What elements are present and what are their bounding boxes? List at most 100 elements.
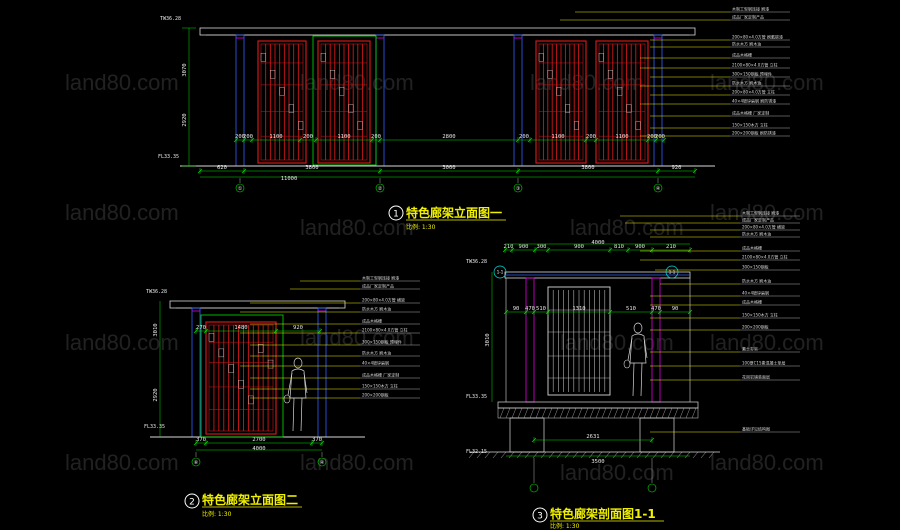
section-earth-hatch bbox=[524, 451, 531, 459]
section-note: 300×150钢板 bbox=[742, 264, 769, 270]
section-hatch bbox=[625, 407, 631, 419]
elevation-2-bottom-dim-slash bbox=[309, 440, 315, 446]
elevation-1-lattice-screens bbox=[257, 40, 649, 164]
elevation-1-grid-label: ③ bbox=[516, 186, 521, 192]
section-figure-head bbox=[633, 322, 643, 334]
section-hatch bbox=[619, 407, 625, 419]
elevation-1-screen-d-block bbox=[635, 121, 641, 130]
elevation-2-highlight-frame bbox=[200, 314, 284, 438]
section-earth-hatch bbox=[564, 451, 571, 459]
section-earth-hatch bbox=[708, 451, 715, 459]
section-note: 150×150木方 立柱 bbox=[742, 312, 778, 318]
elevation-1-door-dim-label: 200 bbox=[243, 134, 253, 140]
elevation-1-grid-bubble bbox=[375, 183, 385, 193]
section-hatch bbox=[679, 407, 685, 419]
section-note: 200×80×4.0方管 横梁 bbox=[742, 224, 785, 230]
section-earth-hatch bbox=[692, 451, 699, 459]
elevation-1-note: 防水木方 刷木油 bbox=[732, 80, 761, 86]
elevation-1-door-dim-label: 200 bbox=[371, 134, 381, 140]
section-note: 素土夯实 bbox=[742, 346, 758, 352]
elevation-1-note: 成品厂家定制产品 bbox=[732, 14, 764, 20]
section-concrete-layer bbox=[497, 407, 699, 419]
section-hatch bbox=[667, 407, 673, 419]
section-hatch bbox=[613, 407, 619, 419]
section-grid-bubble bbox=[647, 483, 657, 493]
section-top-dim-label: 300 bbox=[537, 244, 547, 250]
elevation-1-door-dim-slash bbox=[313, 137, 319, 143]
elevation-2-door-dim-slash bbox=[203, 328, 209, 334]
elevation-1-door-dim-slash bbox=[593, 137, 599, 143]
elevation-1-geometry bbox=[180, 27, 715, 167]
section-figure-body bbox=[629, 333, 647, 364]
elevation-1-note: 300×150钢板 预埋件 bbox=[732, 71, 772, 77]
section-top-dim-label: 900 bbox=[635, 244, 645, 250]
elevation-1-door-dim-label: 1100 bbox=[269, 134, 282, 140]
elevation-1-height-label: 2920 bbox=[182, 113, 188, 126]
watermark-text: land80.com bbox=[300, 215, 414, 240]
section-inner-dim-slash bbox=[649, 309, 655, 315]
elevation-1-door-dim-slash bbox=[645, 137, 651, 143]
watermark-text: land80.com bbox=[530, 70, 644, 95]
section-earth-hatch bbox=[540, 451, 547, 459]
elevation-2-note: 成品厂家定制产品 bbox=[362, 283, 394, 289]
elevation-1-screen-a-frame bbox=[257, 40, 307, 164]
section-hatch bbox=[547, 407, 553, 419]
elevation-2-note: 防水木方 刷木油 bbox=[362, 306, 391, 312]
elevation-2-note: 40×4镀锌扁钢 bbox=[362, 360, 389, 366]
section-inner-dim-label: 470 bbox=[651, 306, 661, 312]
section-grid-bubble bbox=[529, 483, 539, 493]
section-inner-dim-slash bbox=[657, 309, 663, 315]
section-hatch bbox=[673, 407, 679, 419]
elevation-1-grid-label: ② bbox=[378, 186, 383, 192]
section-floor-level: FL33.35 bbox=[466, 394, 487, 400]
elevation-2-door-dim-label: 920 bbox=[293, 325, 303, 331]
elevation-1-scale: 比例: 1:30 bbox=[406, 223, 436, 231]
elevation-1-screen-b-block bbox=[348, 104, 354, 113]
elevation-2-grid-label: ④ bbox=[320, 460, 325, 466]
elevation-1-note: 200×80×4.0方管 立柱 bbox=[732, 89, 775, 95]
elevation-1-note: 200×200钢板 刷防锈漆 bbox=[732, 130, 776, 136]
elevation-1-bay-dim-label: 3000 bbox=[442, 165, 455, 171]
section-hatch bbox=[529, 407, 535, 419]
elevation-1-bay-dim-label: 3800 bbox=[305, 165, 318, 171]
section-hatch bbox=[631, 407, 637, 419]
section-screen-frame bbox=[547, 286, 611, 396]
section-hatch bbox=[637, 407, 643, 419]
section-hatch bbox=[511, 407, 517, 419]
section-tag-label: 1-1 bbox=[669, 270, 676, 275]
section-top-dim-slash bbox=[509, 247, 515, 253]
elevation-2-note: 150×150木方 立柱 bbox=[362, 383, 398, 389]
elevation-1-door-dim-label: 200 bbox=[519, 134, 529, 140]
elevation-1-screen-d-block bbox=[626, 104, 632, 113]
section-earth-hatch bbox=[644, 451, 651, 459]
elevation-1-bay-dim-slash bbox=[241, 168, 247, 174]
elevation-1-screen-c-block bbox=[556, 87, 562, 96]
elevation-2-bottom-dim-label: 2700 bbox=[252, 437, 265, 443]
elevation-1-door-dim-slash bbox=[377, 137, 383, 143]
elevation-1-door-dim-label: 1100 bbox=[551, 134, 564, 140]
elevation-2-door-dim-slash bbox=[317, 328, 323, 334]
section-hatch bbox=[553, 407, 559, 419]
section-inner-dim-label: 1310 bbox=[572, 306, 585, 312]
elevation-2-note: 防水木方 刷木油 bbox=[362, 350, 391, 356]
section-hatch bbox=[643, 407, 649, 419]
elevation-1-screen-c-block bbox=[538, 53, 544, 62]
section-top-dim-slash bbox=[687, 247, 693, 253]
elevation-2-top-level: TW36.28 bbox=[146, 289, 167, 295]
elevation-2-total-dimension: 4000 bbox=[252, 446, 265, 452]
elevation-1-screen-b-block bbox=[320, 53, 326, 62]
section-inner-dim-label: 510 bbox=[626, 306, 636, 312]
section-tag-circle bbox=[665, 265, 679, 279]
section-hatch bbox=[691, 407, 697, 419]
section-note: 防水木方 刷木油 bbox=[742, 278, 771, 284]
section-top-dim-slash bbox=[649, 247, 655, 253]
elevation-2-title: 特色廊架立面图二 bbox=[202, 492, 298, 507]
elevation-1-door-dim-slash bbox=[515, 137, 521, 143]
watermark-text: land80.com bbox=[65, 450, 179, 475]
elevation-1-door-dim-label: 200 bbox=[303, 134, 313, 140]
section-inner-dim-slash bbox=[687, 309, 693, 315]
